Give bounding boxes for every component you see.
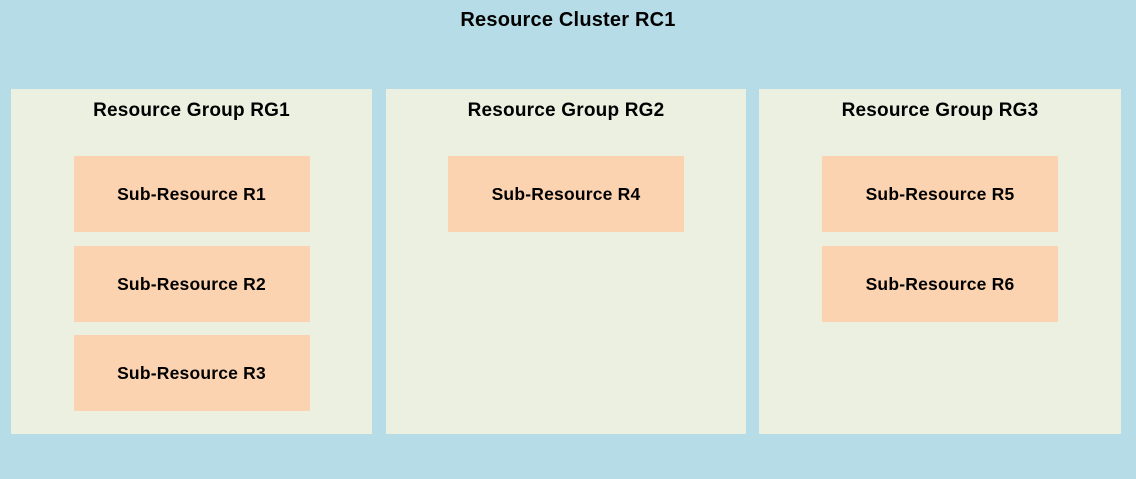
resource-group-rg1: Resource Group RG1 Sub-Resource R1 Sub-R…	[11, 89, 372, 434]
sub-resource-r5: Sub-Resource R5	[822, 156, 1058, 232]
resource-group-rg2: Resource Group RG2 Sub-Resource R4	[386, 89, 746, 434]
cluster-title: Resource Cluster RC1	[460, 9, 676, 31]
sub-resource-r6: Sub-Resource R6	[822, 246, 1058, 322]
sub-resource-r3: Sub-Resource R3	[73, 335, 310, 411]
sub-resource-r1: Sub-Resource R1	[73, 156, 310, 232]
resource-group-rg3: Resource Group RG3 Sub-Resource R5 Sub-R…	[759, 89, 1121, 434]
sub-resource-r2: Sub-Resource R2	[73, 246, 310, 322]
resource-group-rg2-title: Resource Group RG2	[467, 100, 665, 121]
sub-resource-r4: Sub-Resource R4	[448, 156, 684, 232]
resource-group-rg1-title: Resource Group RG1	[93, 100, 290, 121]
resource-group-rg3-title: Resource Group RG3	[841, 100, 1039, 121]
